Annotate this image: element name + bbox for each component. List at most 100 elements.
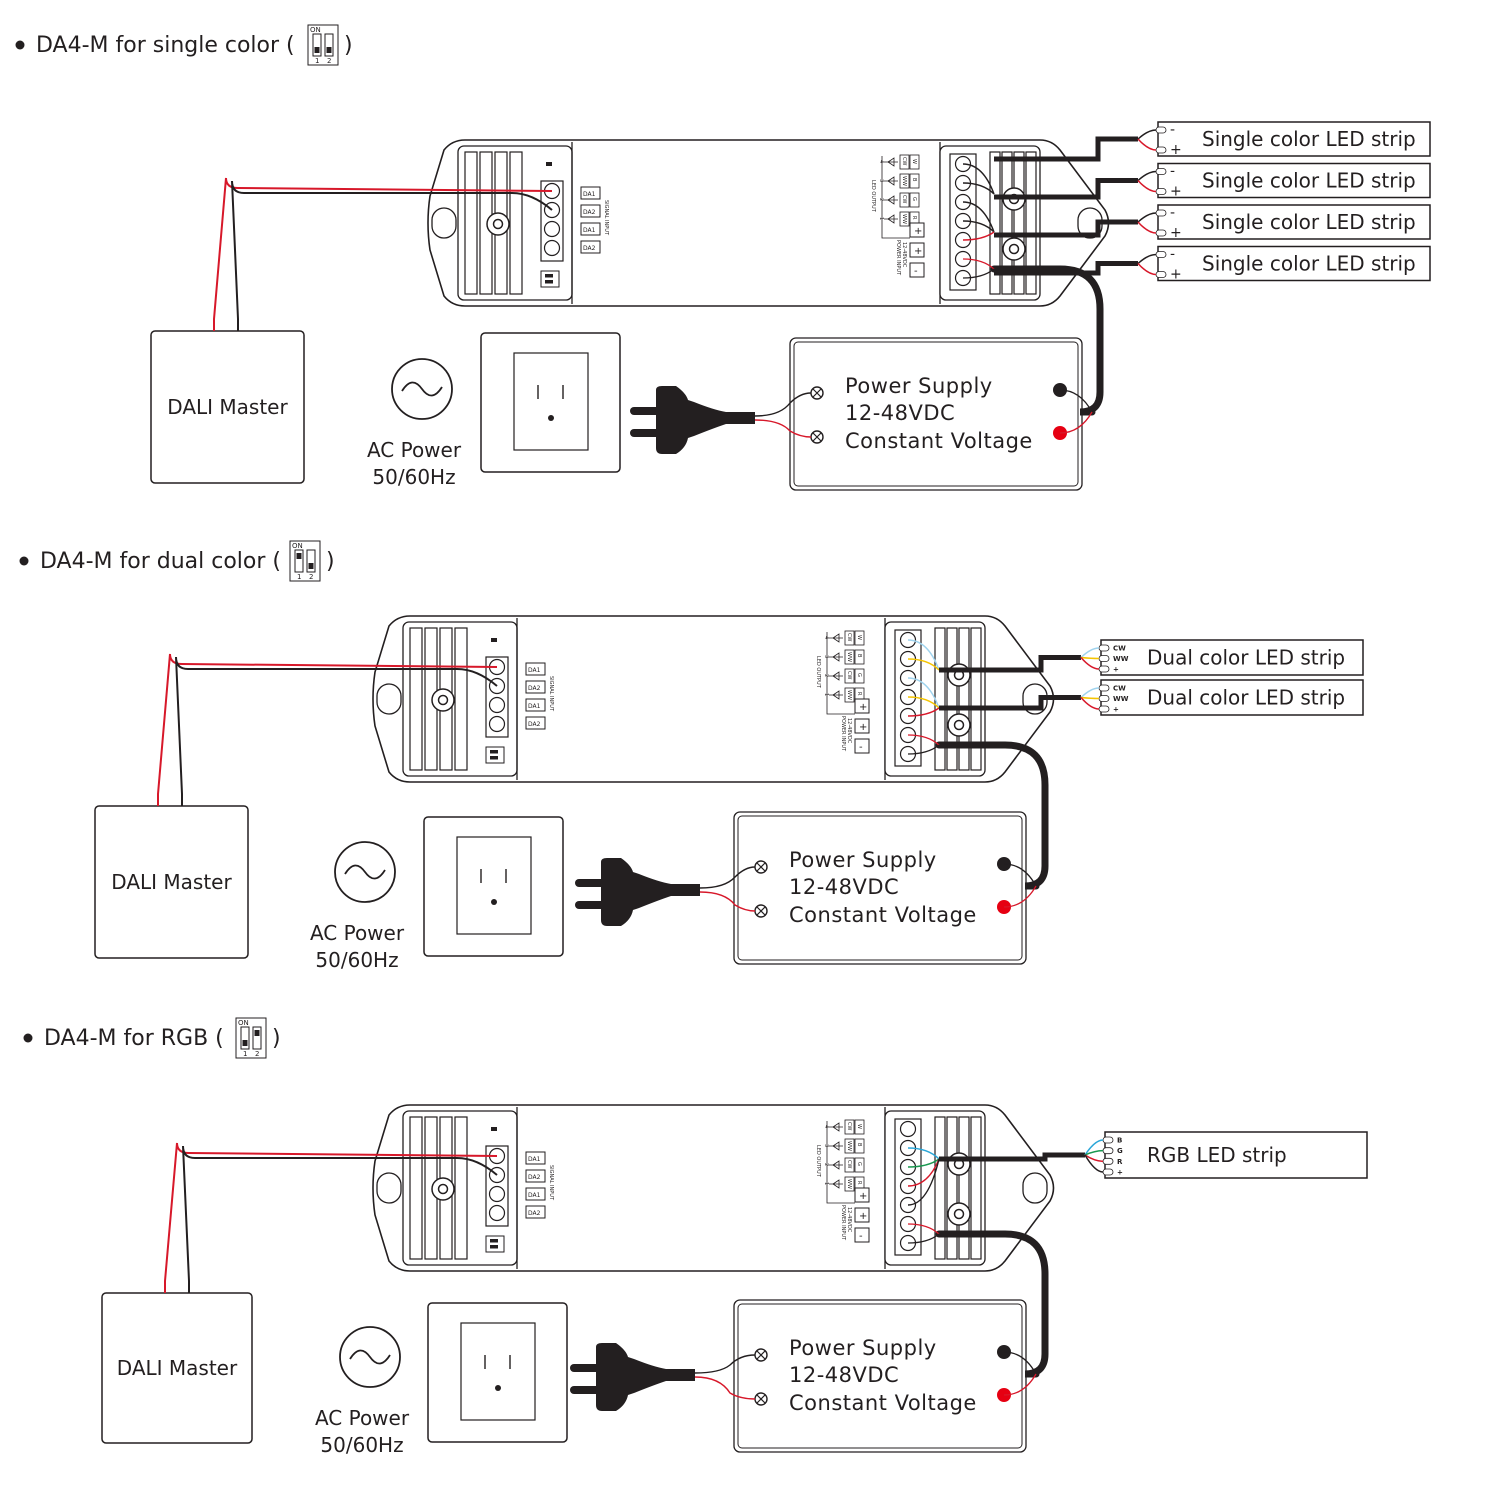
ac-wire-black [754, 392, 812, 417]
vent-slot [409, 627, 423, 771]
strip-pin-label: + [1113, 706, 1119, 714]
strip-pad [1102, 1168, 1114, 1176]
signal-input-label: SIGNAL INPUT [548, 1165, 554, 1201]
terminal-lead [907, 707, 940, 717]
led-strip-label: Single color LED strip [1202, 252, 1416, 276]
strip-pin-label: - [1170, 247, 1175, 263]
strip-wire [1080, 697, 1100, 710]
channel-number: 3 [878, 179, 884, 182]
vent-slot [454, 627, 468, 771]
channel-tag-text: WW [846, 1179, 852, 1189]
terminal-lead [962, 231, 995, 241]
led-strip-box [1157, 204, 1431, 240]
signal-input-label: SIGNAL INPUT [603, 200, 609, 236]
power-sign-box [854, 698, 870, 714]
dip-knob-1 [296, 553, 302, 559]
channel-tag-text: CW [846, 671, 852, 679]
led-diode-icon [829, 1122, 843, 1132]
terminal-lead [907, 696, 940, 709]
dip-number: 1 [315, 57, 319, 65]
terminal-lead [907, 677, 940, 709]
strip-pin-label: - [1170, 122, 1175, 138]
channel-number: 1 [823, 693, 829, 696]
dali-wire-black [231, 180, 553, 331]
ac-wire-black [694, 1354, 756, 1374]
dc-wire-black [1003, 863, 1037, 887]
led-output-wiring [907, 639, 1049, 908]
signal-label: DA1 [528, 1156, 541, 1163]
led-diode-icon [829, 690, 843, 700]
power-input-sub: 12-48VDC [901, 242, 907, 268]
signal-terminal [488, 696, 506, 714]
terminal-lead [907, 1158, 940, 1206]
channel-number: 2 [823, 674, 829, 677]
controller-body [372, 1104, 1055, 1272]
signal-label: DA1 [528, 667, 541, 674]
power-input-sub: 12-48VDC [846, 718, 852, 744]
led-diode-icon [884, 176, 898, 186]
strip-pad [1155, 146, 1167, 154]
vent-slot [1025, 151, 1037, 295]
channel-number: 4 [823, 636, 829, 639]
strip-wire [1137, 221, 1157, 234]
strip-pin-label: + [1170, 142, 1182, 158]
dali-wire-red [213, 177, 553, 331]
power-sign-box [854, 1187, 870, 1203]
channel-tag-text: WW [901, 214, 907, 224]
led-indicator [491, 638, 497, 642]
channel-tag [854, 649, 865, 665]
signal-terminal [543, 239, 561, 257]
power-input-label: POWER INPUT [840, 716, 846, 752]
strip-pin-label: CW [1113, 645, 1126, 653]
dc-wire-black [1003, 1351, 1037, 1375]
strip-pin-label: CW [1113, 685, 1126, 693]
channel-tag [909, 173, 920, 189]
channel-tag-text: B [856, 1143, 862, 1147]
vent-slot [934, 1116, 946, 1260]
led-strip: Single color LED strip-+ [994, 162, 1431, 200]
strip-wire [1137, 212, 1157, 223]
channel-tag [844, 1157, 855, 1173]
strip-pad [1102, 1147, 1114, 1155]
strip-pad [1155, 229, 1167, 237]
channel-tag-text: WW [846, 652, 852, 662]
dip-number: 1 [297, 573, 301, 581]
ac-power-label: AC Power [315, 1406, 410, 1430]
strip-pad [1098, 665, 1110, 673]
led-strip-box [1157, 245, 1431, 282]
channel-tag-text: R [911, 216, 917, 220]
channel-tag [899, 173, 910, 189]
led-strip: Single color LED strip-+ [994, 204, 1431, 241]
power-supply-type: Constant Voltage [789, 903, 977, 927]
dip-number: 2 [309, 573, 313, 581]
channel-tag-text: CW [846, 633, 852, 641]
strip-cable [939, 1152, 1085, 1162]
strip-wire [1084, 1139, 1104, 1156]
power-sign-box [854, 1227, 870, 1243]
power-sign-box [854, 738, 870, 754]
wall-outlet-icon [427, 1302, 568, 1443]
terminal-lead [907, 1158, 940, 1168]
signal-terminal [488, 715, 506, 733]
dip-knob-1 [242, 1040, 248, 1046]
power-sign: + [859, 1211, 867, 1222]
strip-pad [1098, 684, 1110, 692]
dip-number: 1 [243, 1050, 247, 1058]
dali-master: DALI Master [101, 1142, 498, 1444]
power-sign: + [859, 722, 867, 733]
channel-tag-text: B [911, 178, 917, 182]
strip-wire [1080, 647, 1100, 659]
power-sign: + [914, 246, 922, 257]
led-diode-icon [829, 633, 843, 643]
dip-slot [252, 1026, 262, 1050]
dip-knob-1 [314, 47, 320, 53]
dali-master-label: DALI Master [117, 1356, 238, 1380]
strip-wire [1137, 179, 1157, 193]
channel-tag [854, 1119, 865, 1135]
dip-slot [240, 1026, 250, 1050]
channel-tag-text: CW [901, 195, 907, 203]
strip-cable [939, 695, 1081, 711]
